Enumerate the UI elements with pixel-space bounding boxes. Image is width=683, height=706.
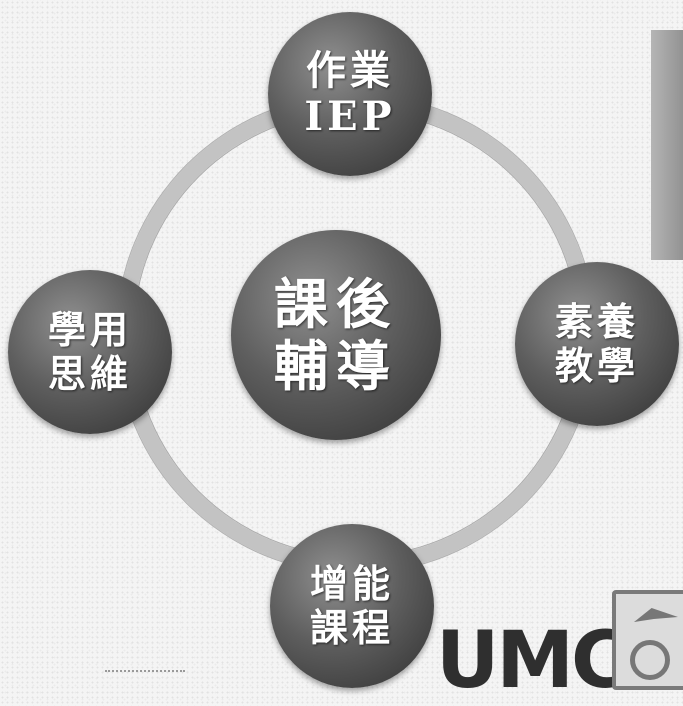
- node-bottom-line1: 增能: [309, 561, 394, 607]
- node-top-line2: IEP: [304, 93, 396, 140]
- node-center-after-school-tutoring: 課後 輔導: [231, 230, 441, 440]
- node-homework-iep: 作業 IEP: [268, 12, 432, 176]
- node-top-line1: 作業: [306, 47, 394, 94]
- handwritten-scribble: [105, 670, 185, 680]
- node-bottom-line2: 課程: [309, 605, 394, 650]
- cycle-diagram: 作業 IEP 學用 思維 素養 教學 增能 課程 課後 輔導 UMC: [8, 12, 683, 700]
- node-literacy-teaching: 素養 教學: [515, 262, 679, 426]
- node-learning-thinking: 學用 思維: [8, 270, 172, 434]
- right-edge-panel: [651, 30, 683, 260]
- ring-icon: [630, 640, 670, 680]
- center-line1: 課後: [274, 271, 398, 336]
- center-line2: 輔導: [274, 334, 398, 398]
- bird-icon: [634, 608, 678, 622]
- node-right-line2: 教學: [554, 343, 639, 388]
- node-left-line1: 學用: [47, 307, 132, 353]
- umc-logo: UMC: [436, 616, 628, 706]
- node-right-line1: 素養: [554, 299, 639, 345]
- emblem-badge: [612, 590, 683, 690]
- node-left-line2: 思維: [47, 351, 132, 396]
- node-enrichment-courses: 增能 課程: [270, 524, 434, 688]
